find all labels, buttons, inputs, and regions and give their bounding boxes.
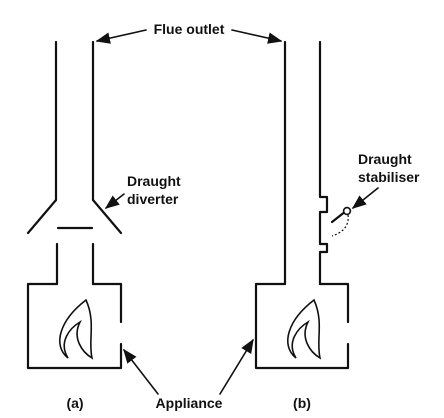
appliance-arrow-b bbox=[219, 338, 254, 395]
draught-diverter-label-line2: diverter bbox=[127, 191, 179, 207]
diagram-a bbox=[26, 40, 123, 370]
appliance-callout: Appliance bbox=[123, 338, 254, 411]
draught-diverter-label-line1: Draught bbox=[127, 173, 181, 189]
draught-diverter-arrow bbox=[104, 193, 125, 209]
draught-stabiliser-arrow bbox=[351, 187, 379, 209]
diverter-hood-a-right bbox=[91, 198, 123, 235]
stabiliser-swing-path-b bbox=[331, 214, 349, 237]
panel-label-a: (a) bbox=[66, 395, 83, 411]
flame-icon-a bbox=[58, 298, 94, 360]
appliance-box-b bbox=[254, 282, 350, 370]
draught-diverter-callout: Draught diverter bbox=[104, 173, 181, 209]
flue-outlet-arrow-b bbox=[231, 29, 283, 44]
appliance-arrow-a bbox=[123, 348, 159, 395]
flue-pipe-b-right bbox=[318, 40, 329, 286]
diagram-b bbox=[254, 40, 352, 370]
appliance-box-a bbox=[26, 282, 123, 370]
flame-icon-b bbox=[286, 298, 322, 360]
stabiliser-hinge-b bbox=[342, 206, 352, 216]
draught-stabiliser-callout: Draught stabiliser bbox=[351, 151, 420, 209]
flue-outlet-callout: Flue outlet bbox=[95, 21, 283, 44]
flue-outlet-label: Flue outlet bbox=[154, 21, 225, 37]
appliance-label: Appliance bbox=[156, 395, 223, 411]
draught-stabiliser-label-line2: stabiliser bbox=[358, 169, 420, 185]
draught-stabiliser-label-line1: Draught bbox=[358, 151, 412, 167]
diverter-hood-a-left bbox=[26, 198, 58, 235]
flue-outlet-arrow-a bbox=[95, 29, 147, 44]
panel-label-b: (b) bbox=[293, 395, 311, 411]
